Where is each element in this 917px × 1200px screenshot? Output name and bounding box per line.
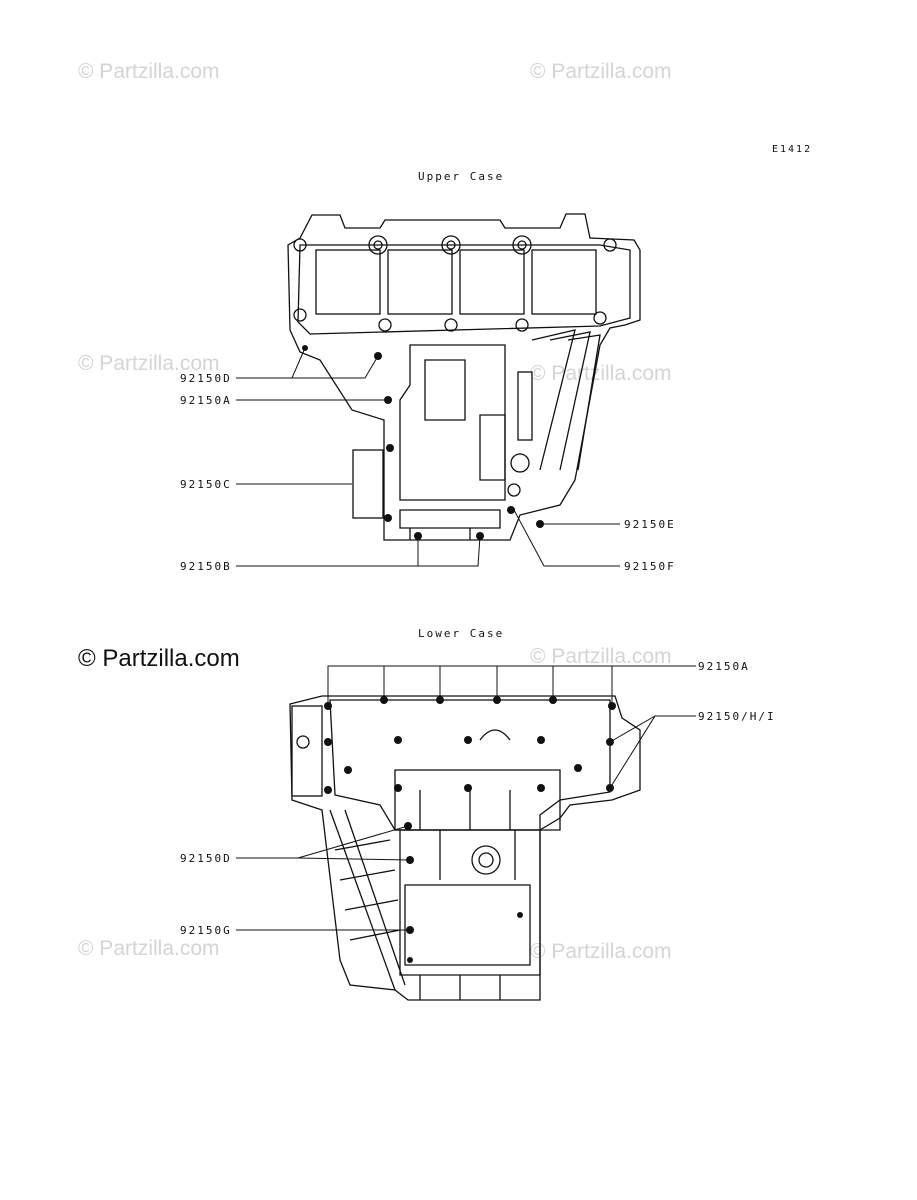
watermark: © Partzilla.com [78,352,220,375]
part-label-92150b-upper[interactable]: 92150B [180,560,232,573]
upper-bolts [302,345,544,540]
part-label-92150c-upper[interactable]: 92150C [180,478,232,491]
watermark: © Partzilla.com [530,645,672,668]
part-label-92150e-upper[interactable]: 92150E [624,518,676,531]
upper-case-drawing [287,213,641,541]
part-label-92150f-upper[interactable]: 92150F [624,560,676,573]
upper-leaders [236,347,620,567]
watermark: © Partzilla.com [530,940,672,963]
part-label-92150d-lower[interactable]: 92150D [180,852,232,865]
watermark-strong: © Partzilla.com [78,645,240,672]
diagram-code: E1412 [772,144,813,155]
lower-case-title: Lower Case [418,627,505,640]
part-label-92150a-lower[interactable]: 92150A [698,660,750,673]
part-label-92150d-upper[interactable]: 92150D [180,372,232,385]
lower-leaders [236,665,696,931]
part-label-92150g-lower[interactable]: 92150G [180,924,232,937]
watermark: © Partzilla.com [78,937,220,960]
upper-case-title: Upper Case [418,170,505,183]
part-label-92150hi-lower[interactable]: 92150/H/I [698,710,776,723]
part-label-92150a-upper[interactable]: 92150A [180,394,232,407]
watermark: © Partzilla.com [78,60,220,83]
watermark: © Partzilla.com [530,60,672,83]
